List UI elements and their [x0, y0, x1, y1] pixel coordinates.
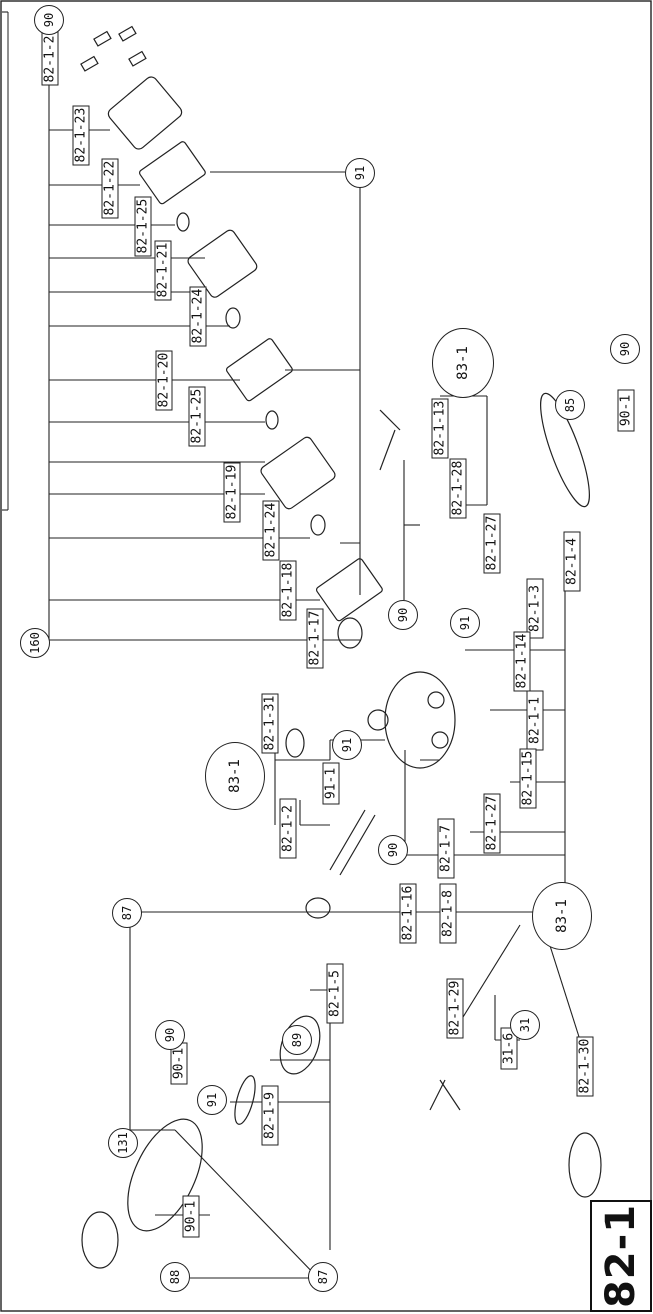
part-label: 82-1-24 [189, 286, 207, 347]
part-label: 82-1-19 [223, 462, 241, 523]
ref-circle: 87 [308, 1262, 338, 1292]
part-label: 82-1-22 [101, 158, 119, 219]
ref-circle: 90 [34, 5, 64, 35]
part-label: 91-1 [322, 762, 340, 805]
part-label: 82-1-30 [576, 1036, 594, 1097]
ref-circle: 89 [282, 1025, 312, 1055]
page-title: 82-1 [590, 1200, 652, 1312]
part-label: 82-1-7 [437, 818, 455, 879]
ref-circle: 160 [20, 628, 50, 658]
part-label: 82-1-27 [483, 513, 501, 574]
part-label: 82-1-17 [306, 608, 324, 669]
ref-circle: 91 [197, 1085, 227, 1115]
ref-circle: 91 [450, 608, 480, 638]
ref-circle: 91 [345, 158, 375, 188]
part-label: 82-1-24 [262, 500, 280, 561]
part-label: 82-1-1 [526, 690, 544, 751]
part-label: 90-1 [617, 389, 635, 432]
part-label: 82-1-31 [261, 693, 279, 754]
ref-circle: 31 [510, 1010, 540, 1040]
part-label: 82-1-2 [279, 798, 297, 859]
ref-circle: 88 [160, 1262, 190, 1292]
part-label: 82-1-28 [449, 458, 467, 519]
part-label: 82-1-5 [326, 963, 344, 1024]
part-label: 82-1-18 [279, 560, 297, 621]
part-label: 82-1-4 [563, 531, 581, 592]
part-label: 82-1-29 [446, 978, 464, 1039]
part-label: 82-1-25 [134, 196, 152, 257]
part-label: 82-1-3 [526, 578, 544, 639]
part-label: 90-1 [182, 1195, 200, 1238]
part-label: 82-1-15 [519, 748, 537, 809]
part-label: 82-1-13 [431, 398, 449, 459]
ref-circle: 90 [610, 334, 640, 364]
part-label: 82-1-8 [439, 883, 457, 944]
part-label: 82-1-27 [483, 793, 501, 854]
part-label: 82-1-21 [154, 240, 172, 301]
part-label: 82-1-25 [188, 386, 206, 447]
assembly-ref-oval: 83-1 [205, 742, 265, 810]
part-label: 82-1-20 [155, 350, 173, 411]
ref-circle: 85 [555, 390, 585, 420]
ref-circle: 131 [108, 1128, 138, 1158]
ref-circle: 91 [332, 730, 362, 760]
part-label: 82-1-16 [399, 883, 417, 944]
part-label: 82-1-9 [261, 1085, 279, 1146]
ref-circle: 90 [378, 835, 408, 865]
ref-circle: 90 [155, 1020, 185, 1050]
ref-circle: 87 [112, 898, 142, 928]
assembly-ref-oval: 83-1 [432, 328, 494, 398]
part-label: 82-1-23 [72, 105, 90, 166]
assembly-ref-oval: 83-1 [532, 882, 592, 950]
part-label: 82-1-14 [513, 631, 531, 692]
ref-circle: 90 [388, 600, 418, 630]
